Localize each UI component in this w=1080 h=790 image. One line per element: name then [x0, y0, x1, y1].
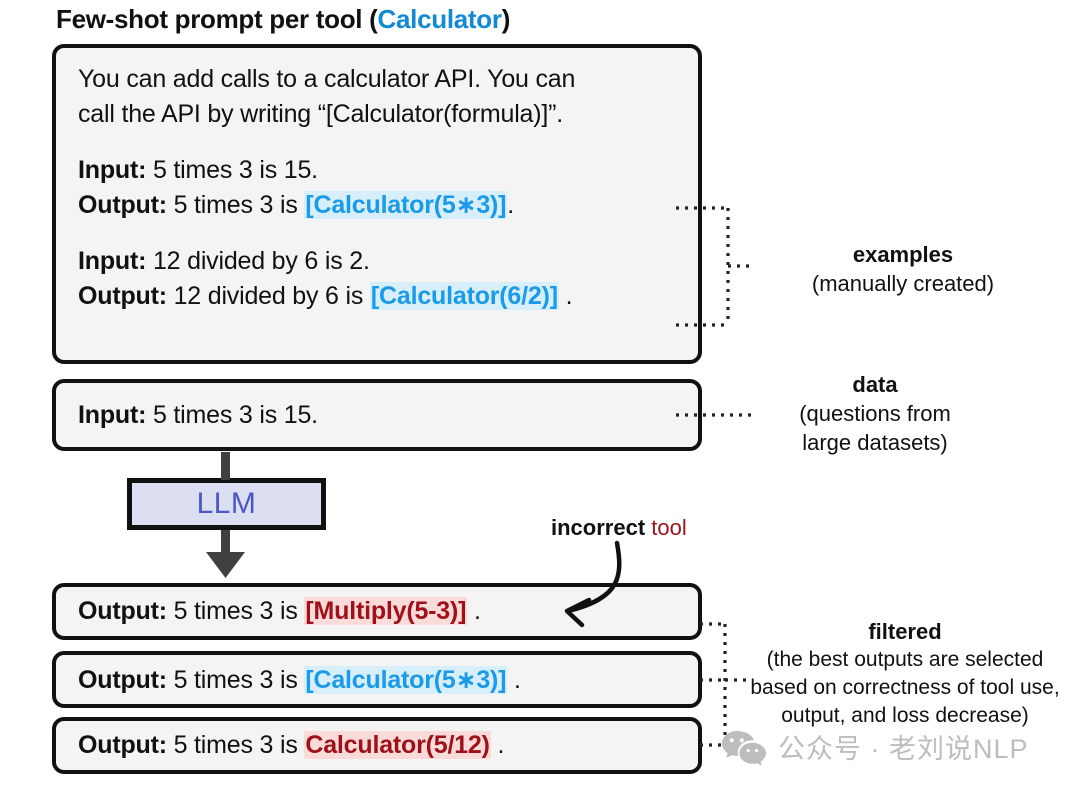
arrow-llm-to-outputs-head [206, 552, 245, 578]
annotation-examples-sub: (manually created) [811, 271, 995, 296]
prompt-instruction-line-2: call the API by writing “[Calculator(for… [78, 100, 564, 128]
data-input-text: 5 times 3 is 15. [146, 400, 318, 429]
output-3-prefix: 5 times 3 is [166, 731, 305, 759]
example-2-output-tool-call: [Calculator(6/2)] [369, 282, 559, 310]
example-1-output-prefix: 5 times 3 is [166, 191, 305, 219]
data-input-line: Input: 5 times 3 is 15. [78, 398, 318, 433]
output-1-tool-call: [Multiply(5-3)] [304, 597, 468, 625]
annotation-data-sub-2: large datasets) [802, 430, 948, 455]
output-box-1: Output: 5 times 3 is [Multiply(5-3)] . [52, 583, 702, 640]
example-1-input-line: Input: 5 times 3 is 15. [78, 153, 678, 188]
output-3-tool-call: Calculator(5/12) [304, 731, 491, 759]
annotation-examples: examples (manually created) [748, 240, 1058, 298]
llm-label: LLM [196, 487, 257, 520]
output-1-line: Output: 5 times 3 is [Multiply(5-3)] . [78, 597, 481, 626]
output-box-3: Output: 5 times 3 is Calculator(5/12) . [52, 717, 702, 774]
example-2-output-suffix: . [558, 282, 573, 310]
page-title: Few-shot prompt per tool (Calculator) [56, 4, 510, 35]
example-2-input-label: Input: [78, 247, 147, 275]
arrow-data-to-llm [221, 452, 230, 480]
prompt-spacer-1 [78, 132, 678, 153]
annotation-filtered-sub-3: output, and loss decrease) [781, 704, 1029, 727]
output-1-suffix: . [467, 597, 481, 625]
example-1-input-label: Input: [78, 156, 147, 184]
prompt-spacer-2 [78, 223, 678, 244]
output-box-2: Output: 5 times 3 is [Calculator(5∗3)] . [52, 651, 702, 708]
annotation-filtered-sub-1: (the best outputs are selected [766, 648, 1044, 671]
prompt-instruction-line-1: You can add calls to a calculator API. Y… [78, 65, 576, 93]
example-2-input-text: 12 divided by 6 is 2. [146, 247, 370, 275]
output-1-label: Output: [78, 597, 167, 625]
annotation-data-sub-1: (questions from [799, 401, 951, 426]
few-shot-prompt-box: You can add calls to a calculator API. Y… [52, 44, 702, 364]
output-3-label: Output: [78, 731, 167, 759]
watermark: 公众号 · 老刘说NLP [722, 727, 1029, 766]
example-2-output-label: Output: [78, 282, 167, 310]
annotation-incorrect-tool-word: tool [645, 515, 687, 540]
example-2-output-prefix: 12 divided by 6 is [166, 282, 370, 310]
example-1-output-tool-call: [Calculator(5∗3)] [304, 191, 508, 219]
annotation-filtered-head: filtered [868, 619, 942, 644]
example-1-output-line: Output: 5 times 3 is [Calculator(5∗3)]. [78, 188, 678, 223]
data-input-label: Input: [78, 400, 147, 429]
output-2-label: Output: [78, 665, 167, 694]
arrow-data-to-llm-shaft [221, 452, 230, 480]
arrow-llm-to-outputs [206, 530, 245, 578]
data-input-box: Input: 5 times 3 is 15. [52, 379, 702, 451]
example-1-output-label: Output: [78, 191, 167, 219]
annotation-data-head: data [852, 372, 898, 397]
example-2-input-line: Input: 12 divided by 6 is 2. [78, 244, 678, 279]
output-1-prefix: 5 times 3 is [166, 597, 305, 625]
annotation-incorrect-word: incorrect [551, 515, 646, 540]
annotation-filtered: filtered (the best outputs are selected … [740, 618, 1070, 730]
example-2-output-line: Output: 12 divided by 6 is [Calculator(6… [78, 279, 678, 314]
example-1-input-text: 5 times 3 is 15. [146, 156, 318, 184]
annotation-data: data (questions from large datasets) [720, 370, 1030, 457]
output-2-line: Output: 5 times 3 is [Calculator(5∗3)] . [78, 665, 521, 695]
example-1-output-suffix: . [507, 191, 515, 219]
arrow-llm-to-outputs-shaft [221, 530, 230, 557]
output-3-suffix: . [490, 731, 505, 759]
output-2-suffix: . [507, 665, 521, 694]
wechat-icon [722, 730, 766, 765]
output-2-tool-call: [Calculator(5∗3)] [304, 665, 508, 694]
page-title-tool-name: Calculator [377, 4, 502, 34]
page-title-paren-open: ( [362, 4, 378, 34]
output-2-prefix: 5 times 3 is [166, 665, 305, 694]
annotation-incorrect-tool: incorrect tool [551, 515, 687, 541]
annotation-filtered-sub-2: based on correctness of tool use, [750, 676, 1060, 699]
page-title-lead: Few-shot prompt per tool [56, 4, 363, 34]
annotation-examples-head: examples [852, 242, 954, 267]
watermark-text: 公众号 · 老刘说NLP [778, 734, 1029, 764]
page-title-paren-close: ) [501, 4, 511, 34]
output-3-line: Output: 5 times 3 is Calculator(5/12) . [78, 731, 504, 760]
llm-node: LLM [127, 478, 326, 530]
